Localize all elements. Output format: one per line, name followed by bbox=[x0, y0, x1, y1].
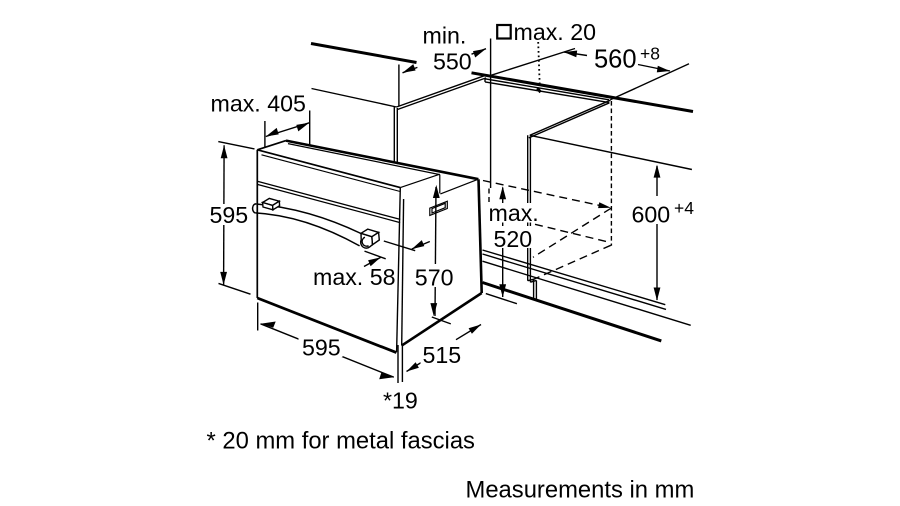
svg-text:600: 600 bbox=[632, 202, 671, 228]
svg-text:*19: *19 bbox=[383, 388, 418, 414]
svg-text:+4: +4 bbox=[674, 198, 694, 218]
svg-text:max.: max. bbox=[489, 200, 539, 226]
svg-text:520: 520 bbox=[494, 226, 533, 252]
svg-text:max. 405: max. 405 bbox=[211, 91, 306, 117]
svg-text:570: 570 bbox=[415, 265, 454, 291]
svg-text:* 20 mm for metal fascias: * 20 mm for metal fascias bbox=[207, 428, 476, 455]
svg-text:max. 20: max. 20 bbox=[514, 19, 596, 45]
svg-text:+8: +8 bbox=[640, 44, 660, 64]
svg-text:595: 595 bbox=[302, 335, 341, 361]
svg-text:515: 515 bbox=[423, 342, 462, 368]
svg-text:Measurements in mm: Measurements in mm bbox=[466, 477, 695, 504]
svg-text:560: 560 bbox=[594, 46, 637, 74]
svg-text:595: 595 bbox=[210, 202, 249, 228]
svg-text:550: 550 bbox=[433, 49, 472, 75]
svg-text:min.: min. bbox=[423, 23, 467, 49]
svg-text:max. 58: max. 58 bbox=[313, 264, 395, 290]
